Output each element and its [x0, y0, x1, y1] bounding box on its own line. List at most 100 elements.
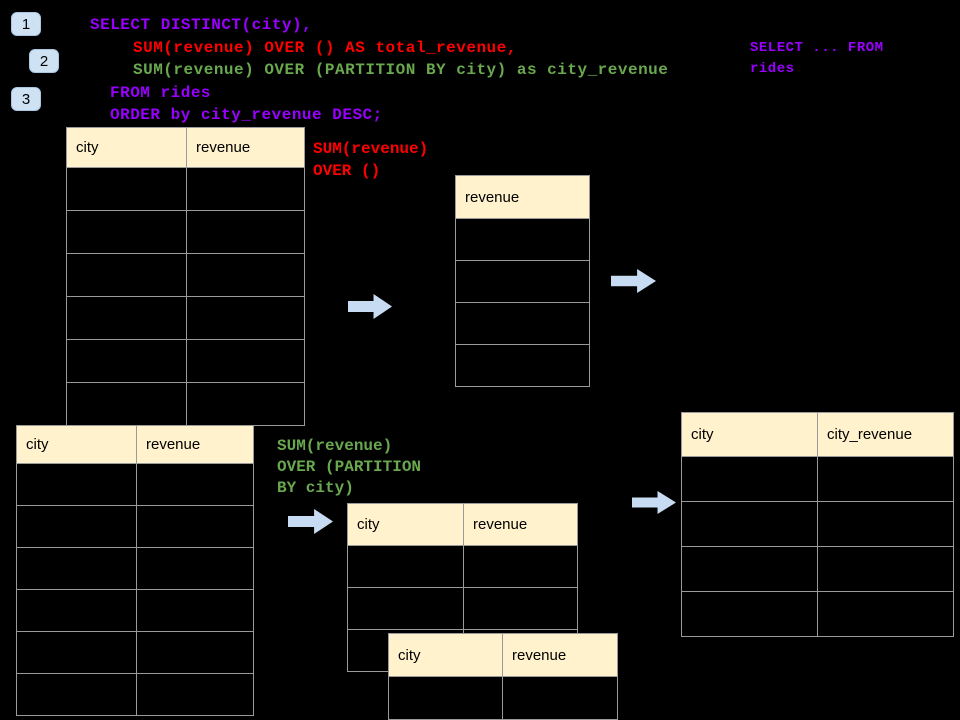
step-badge-3: 3 [11, 87, 41, 111]
table-row [16, 673, 254, 716]
table-row [16, 547, 254, 590]
table-cell [681, 546, 818, 592]
arrow-right-icon [288, 509, 333, 534]
table-cell [681, 456, 818, 502]
table-cell [455, 260, 590, 303]
table-cell [136, 673, 254, 716]
table-header-row: city revenue [66, 127, 305, 168]
table-row [66, 382, 305, 426]
table-revenue-only: revenue [455, 175, 590, 387]
table-row [388, 676, 618, 720]
table-cell [136, 505, 254, 548]
table-cell [136, 631, 254, 674]
table-cell [16, 463, 137, 506]
table-row [16, 505, 254, 548]
annotation-total-line-2: OVER () [313, 162, 381, 180]
column-header-revenue: revenue [502, 633, 618, 677]
column-header-revenue: revenue [455, 175, 590, 219]
table-row [681, 501, 954, 547]
column-header-city-revenue: city_revenue [817, 412, 954, 457]
table-row [681, 456, 954, 502]
table-row [66, 253, 305, 297]
table-header-row: city revenue [388, 633, 618, 677]
table-cell [66, 210, 187, 254]
table-row [66, 296, 305, 340]
table-cell [136, 547, 254, 590]
column-header-city: city [681, 412, 818, 457]
table-cell [16, 547, 137, 590]
table-row [66, 210, 305, 254]
arrow-right-icon [611, 269, 656, 293]
step-badge-2: 2 [29, 49, 59, 73]
table-row [455, 344, 590, 387]
table-header-row: revenue [455, 175, 590, 219]
table-cell [817, 456, 954, 502]
table-row [16, 631, 254, 674]
table-cell [463, 587, 578, 630]
table-cell [16, 589, 137, 632]
table-cell [388, 676, 503, 720]
side-note-line-1: SELECT ... FROM [750, 40, 884, 56]
table-cell [817, 546, 954, 592]
table-row [347, 545, 578, 588]
table-cell [681, 591, 818, 637]
sql-line-from: FROM rides [110, 84, 212, 102]
table-cell [817, 591, 954, 637]
table-cell [66, 167, 187, 211]
table-cell [136, 589, 254, 632]
column-header-city: city [16, 425, 137, 464]
table-cell [186, 382, 305, 426]
sql-line-sum-partition: SUM(revenue) OVER (PARTITION BY city) as… [133, 61, 669, 79]
table-cell [66, 339, 187, 383]
sql-line-select: SELECT DISTINCT(city), [90, 16, 313, 34]
table-cell [817, 501, 954, 547]
annotation-partition-line-3: BY city) [277, 479, 354, 497]
table-cell [136, 463, 254, 506]
annotation-partition-line-2: OVER (PARTITION [277, 458, 422, 476]
sql-line-sum-over: SUM(revenue) OVER () AS total_revenue, [133, 39, 517, 57]
table-partition-overlay: city revenue [388, 633, 618, 720]
table-cell [455, 344, 590, 387]
table-row [16, 589, 254, 632]
table-body [388, 676, 618, 720]
table-cell [347, 545, 464, 588]
table-source-top: city revenue [66, 127, 305, 426]
table-body [681, 456, 954, 637]
table-cell [455, 218, 590, 261]
table-row [681, 546, 954, 592]
table-row [16, 463, 254, 506]
table-row [66, 167, 305, 211]
arrow-right-icon [632, 491, 676, 514]
table-body [455, 218, 590, 387]
table-row [347, 587, 578, 630]
table-cell [681, 501, 818, 547]
column-header-revenue: revenue [186, 127, 305, 168]
table-source-bottom: city revenue [16, 425, 254, 716]
table-cell [347, 587, 464, 630]
table-row [455, 260, 590, 303]
table-cell [66, 382, 187, 426]
table-header-row: city revenue [347, 503, 578, 546]
table-cell [66, 296, 187, 340]
table-row [455, 302, 590, 345]
table-cell [186, 210, 305, 254]
table-body [16, 463, 254, 716]
table-cell [186, 339, 305, 383]
arrow-right-icon [348, 294, 392, 319]
table-cell [16, 631, 137, 674]
table-cell [16, 673, 137, 716]
column-header-revenue: revenue [463, 503, 578, 546]
table-cell [502, 676, 618, 720]
sql-line-order: ORDER by city_revenue DESC; [110, 106, 383, 124]
table-cell [455, 302, 590, 345]
table-header-row: city revenue [16, 425, 254, 464]
table-body [66, 167, 305, 426]
table-row [66, 339, 305, 383]
table-cell [186, 253, 305, 297]
table-cell [16, 505, 137, 548]
table-cell [186, 296, 305, 340]
column-header-city: city [388, 633, 503, 677]
table-row [455, 218, 590, 261]
column-header-city: city [347, 503, 464, 546]
